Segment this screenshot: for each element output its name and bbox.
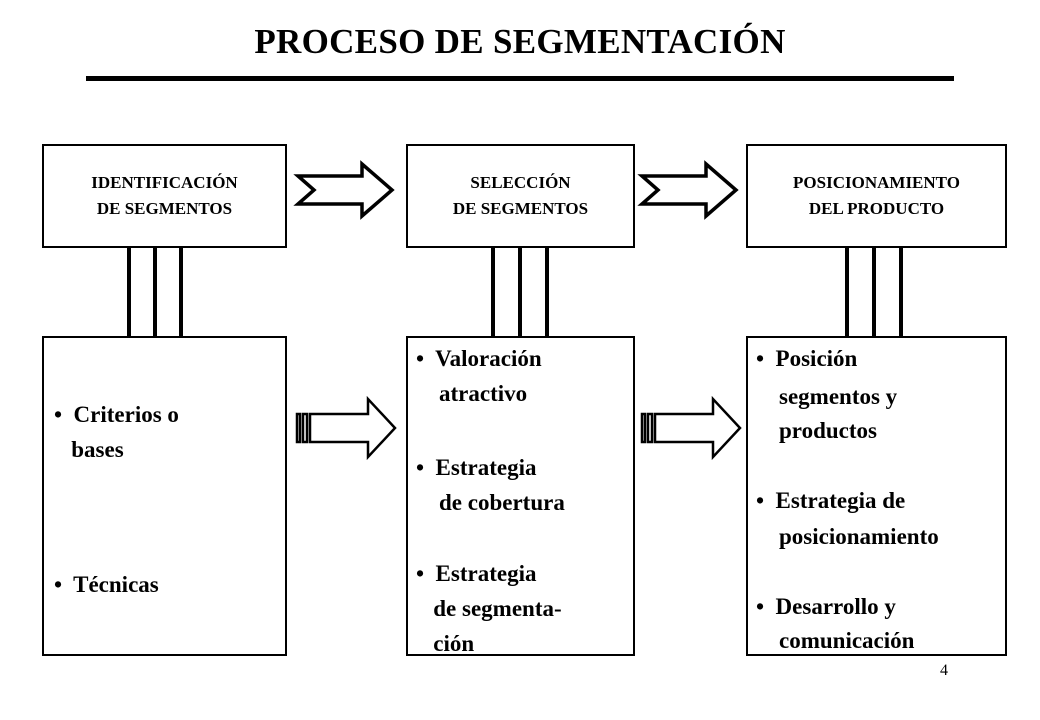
selection-detail-6: de segmenta- xyxy=(416,596,562,621)
bottom-arrow-1-icon xyxy=(295,395,397,461)
positioning-detail-4: • Estrategia de xyxy=(756,488,906,513)
identification-detail-1: • Criterios o xyxy=(54,402,179,427)
selection-detail-7: ción xyxy=(416,631,475,656)
selection-detail-2: atractivo xyxy=(416,381,528,406)
selection-detail-4: de cobertura xyxy=(416,490,565,515)
identification-header-line-1: IDENTIFICACIÓN xyxy=(91,173,238,192)
positioning-stage-box: POSICIONAMIENTO DEL PRODUCTO xyxy=(746,144,1007,248)
selection-stage-box: SELECCIÓN DE SEGMENTOS xyxy=(406,144,635,248)
positioning-details-box: • Posición segmentos y productos • Estra… xyxy=(746,336,1007,656)
positioning-connector xyxy=(845,248,903,336)
selection-header-line-1: SELECCIÓN xyxy=(470,173,571,192)
positioning-detail-7: comunicación xyxy=(756,628,915,653)
identification-header-line-2: DE SEGMENTOS xyxy=(96,199,233,218)
selection-detail-5: • Estrategia xyxy=(416,561,537,586)
bottom-arrow-2-icon xyxy=(640,395,742,461)
identification-detail-3: • Técnicas xyxy=(54,572,159,597)
selection-details-box: • Valoración atractivo • Estrategia de c… xyxy=(406,336,635,656)
title-underline xyxy=(86,76,954,81)
identification-connector xyxy=(127,248,183,336)
identification-details-box: • Criterios o bases • Técnicas xyxy=(42,336,287,656)
selection-header-line-2: DE SEGMENTOS xyxy=(452,199,589,218)
page-title: PROCESO DE SEGMENTACIÓN xyxy=(254,22,786,61)
selection-connector xyxy=(491,248,549,336)
positioning-header-line-2: DEL PRODUCTO xyxy=(808,199,945,218)
top-arrow-1-icon xyxy=(293,160,395,220)
top-arrow-2-icon xyxy=(637,160,739,220)
positioning-header-line-1: POSICIONAMIENTO xyxy=(793,173,960,192)
positioning-detail-1: • Posición xyxy=(756,346,858,371)
identification-stage-box: IDENTIFICACIÓN DE SEGMENTOS xyxy=(42,144,287,248)
positioning-detail-6: • Desarrollo y xyxy=(756,594,896,619)
positioning-detail-2: segmentos y xyxy=(756,384,898,409)
positioning-detail-5: posicionamiento xyxy=(756,524,939,549)
identification-detail-2: bases xyxy=(54,437,124,462)
positioning-detail-3: productos xyxy=(756,418,877,443)
selection-detail-3: • Estrategia xyxy=(416,455,537,480)
selection-detail-1: • Valoración xyxy=(416,346,542,371)
page-number: 4 xyxy=(940,662,948,679)
